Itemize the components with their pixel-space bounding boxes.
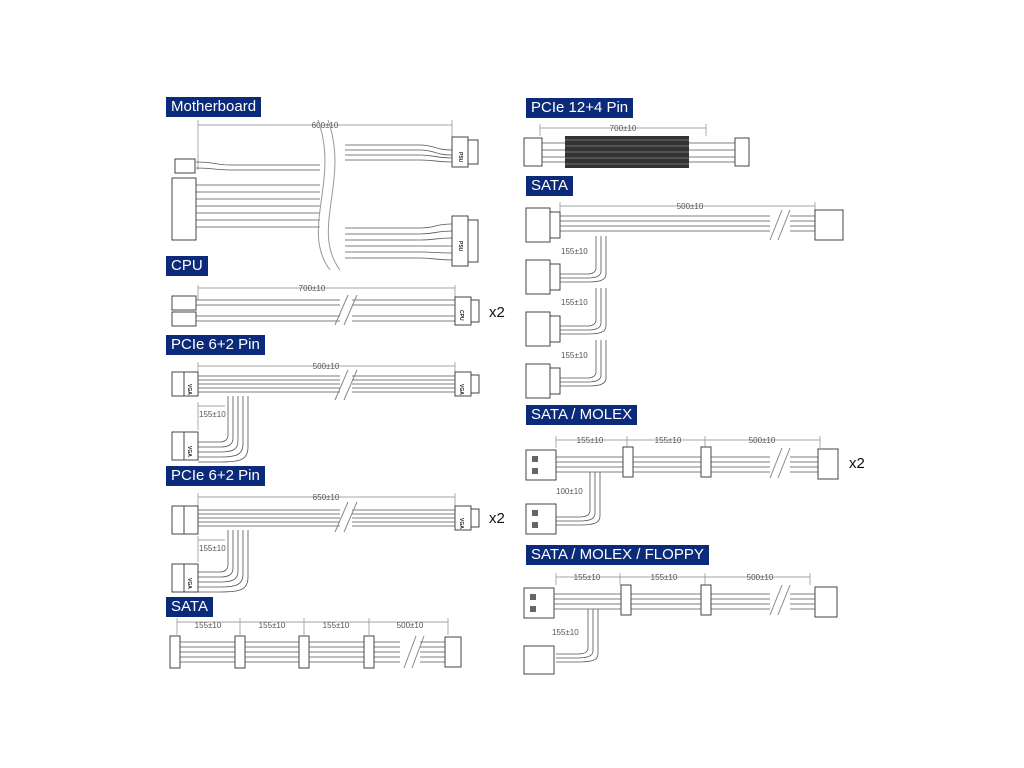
dim-smf-3: 500±10 [747,573,774,582]
dim-pcie62-b-main: 650±10 [313,493,340,502]
psu-text-1: PSU [457,152,463,163]
dim-smf-2: 155±10 [651,573,678,582]
mb-4pin-connector [174,158,196,174]
sata-left-conn-4 [363,635,375,669]
smf-sata-conn-1 [620,584,632,616]
vga-text-a1: VGA [186,384,192,395]
label-sata-left: SATA [166,597,213,617]
dim-sm-2: 155±10 [655,436,682,445]
sata-molex-molex-conn-1 [525,449,557,481]
label-pcie62-b: PCIe 6+2 Pin [166,466,265,486]
sata-left-conn-1 [169,635,181,669]
dim-pcie62-b-branch: 155±10 [199,544,226,553]
dim-sata-right-main: 500±10 [677,202,704,211]
dim-pcie62-a-branch: 155±10 [199,410,226,419]
dim-sm-3: 500±10 [749,436,776,445]
cpu-connector-2 [171,311,197,327]
label-cpu: CPU [166,256,208,276]
sata-molex-molex-conn-2 [525,503,557,535]
dim-sata-right-b2: 155±10 [561,298,588,307]
pcie124-connector-2 [734,137,750,167]
smf-molex-conn [523,587,555,619]
dim-cpu: 700±10 [299,284,326,293]
multiplier-cpu: x2 [489,304,505,321]
pcie124-cable: 700±10 [523,124,750,168]
dim-smf-1: 155±10 [574,573,601,582]
sata-molex-cable: 155±10 155±10 500±10 100±10 [525,436,839,535]
dim-smf-branch: 155±10 [552,628,579,637]
dim-pcie124: 700±10 [610,124,637,133]
label-sata-right: SATA [526,176,573,196]
vga-text-b3: VGA [186,578,192,589]
smf-sata-conn-2 [700,584,712,616]
dim-sata-left-4: 500±10 [397,621,424,630]
cpu-text: CPU [458,310,464,321]
dim-sata-left-1: 155±10 [195,621,222,630]
dim-sata-right-b1: 155±10 [561,247,588,256]
vga-text-a2: VGA [458,384,464,395]
pcie62-a-vga-connector-3 [183,431,199,461]
pcie124-connector-1 [523,137,543,167]
dim-sm-1: 155±10 [577,436,604,445]
label-pcie62-a: PCIe 6+2 Pin [166,335,265,355]
label-motherboard: Motherboard [166,97,262,117]
psu-text-2: PSU [457,241,463,252]
dim-sm-branch: 100±10 [556,487,583,496]
label-sata-molex-floppy: SATA / MOLEX / FLOPPY [526,545,709,565]
sata-right-psu-connector [814,209,844,241]
sata-molex-sata-conn-2 [700,446,712,478]
cpu-cable: 700±10 CPU [171,284,480,327]
label-pcie124: PCIe 12+4 Pin [526,98,634,118]
sata-left-cable: 155±10 155±10 155±10 500±10 [169,618,462,669]
dim-sata-right-b3: 155±10 [561,351,588,360]
sata-left-conn-2 [234,635,246,669]
vga-text-a3: VGA [186,446,192,457]
smf-floppy-conn [523,645,555,675]
sata-right-cable: 500±10 155±10 155±10 155±10 [525,202,844,399]
label-sata-molex: SATA / MOLEX [526,405,638,425]
dim-sata-left-3: 155±10 [323,621,350,630]
pcie62-a-cable: 500±10 VGA VGA 155±10 VGA [171,362,480,463]
sata-molex-floppy-cable: 155±10 155±10 500±10 155±10 [523,573,838,675]
sata-right-conn-2 [525,259,551,295]
sata-molex-psu-connector [817,448,839,480]
dim-motherboard: 600±10 [312,121,339,130]
sata-left-psu-connector [444,636,462,668]
sata-right-conn-1 [525,207,551,243]
dim-sata-left-2: 155±10 [259,621,286,630]
motherboard-cable: 600±10 PSU PSU [171,119,479,271]
multiplier-sata-molex: x2 [849,455,865,472]
sata-molex-sata-conn-1 [622,446,634,478]
pcie62-b-vga-connector-3 [183,563,199,593]
multiplier-pcie62-b: x2 [489,510,505,527]
pcie62-b-vga-connector-1 [183,505,199,535]
mb-24pin-connector [171,177,197,241]
pcie62-b-cable: 650±10 VGA 155±10 VGA [171,493,480,593]
sata-right-conn-3 [525,311,551,347]
smf-psu-connector [814,586,838,618]
sata-right-conn-4 [525,363,551,399]
sata-left-conn-3 [298,635,310,669]
cpu-connector-1 [171,295,197,311]
dim-pcie62-a-main: 500±10 [313,362,340,371]
vga-text-b2: VGA [458,518,464,529]
